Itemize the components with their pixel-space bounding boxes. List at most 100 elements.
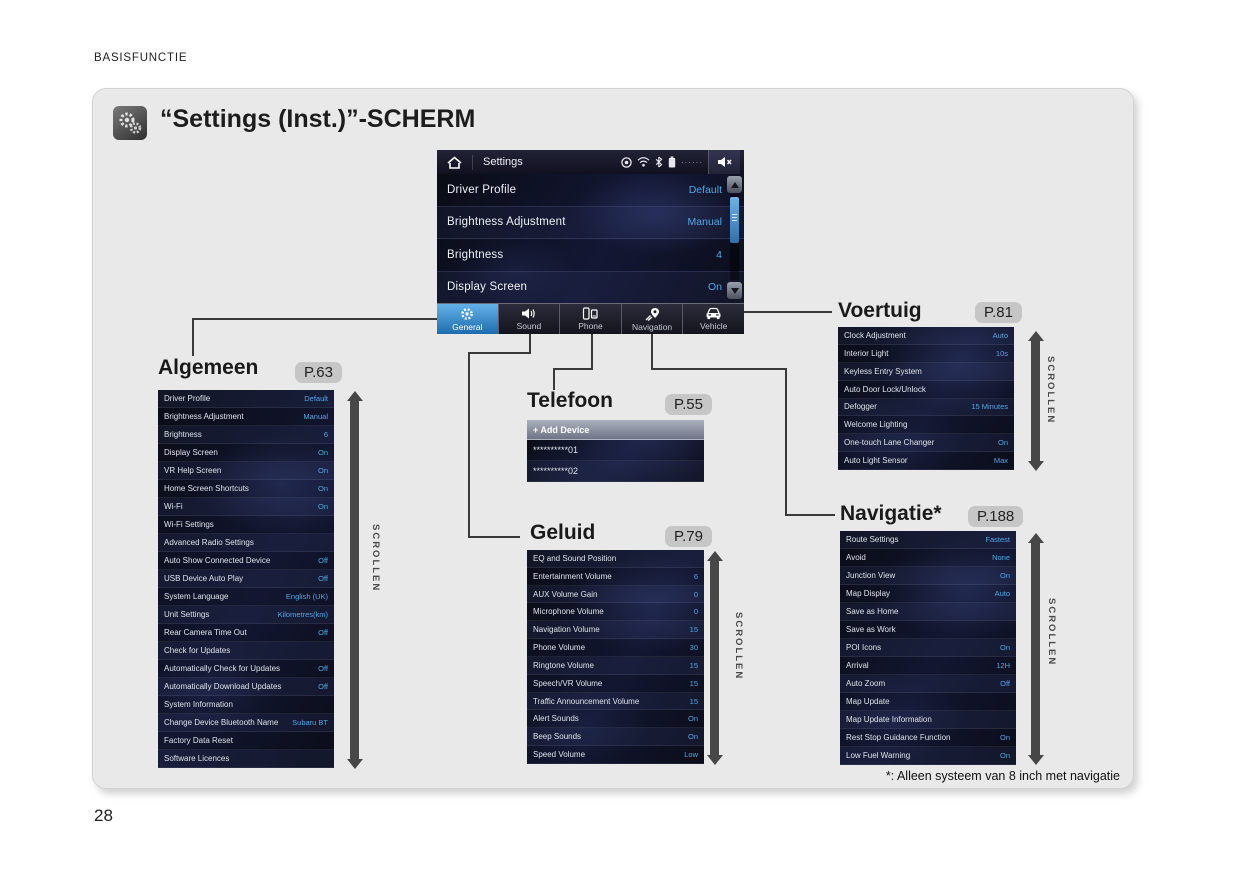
connector-phone	[553, 368, 593, 370]
tab-label: Sound	[516, 321, 542, 331]
list-item: Change Device Bluetooth Name Subaru BT	[158, 714, 334, 732]
page-ref-badge: P.79	[665, 526, 712, 547]
scroll-hint-label: SCROLLEN	[1046, 598, 1057, 667]
item-value: 15	[689, 660, 698, 670]
item-label: Check for Updates	[164, 646, 231, 655]
footnote: *: Alleen systeem van 8 inch met navigat…	[885, 769, 1120, 783]
tab-phone: Phone	[559, 304, 621, 334]
list-item: Auto Zoom Off	[840, 675, 1016, 693]
list-item: + Add Device	[527, 420, 704, 440]
status-icons: ······	[621, 150, 744, 174]
item-label: Map Update Information	[846, 715, 932, 724]
item-label: AUX Volume Gain	[533, 589, 598, 599]
mute-icon	[708, 150, 740, 174]
connector-navigation	[651, 334, 653, 370]
item-label: Traffic Announcement Volume	[533, 696, 640, 706]
screenshot-tab-bar: General Sound Phone Navigation	[437, 303, 744, 334]
list-item: Save as Home	[840, 603, 1016, 621]
car-icon	[706, 307, 721, 320]
scrollbar	[727, 176, 742, 299]
list-item: Speed Volume Low	[527, 746, 704, 764]
scroll-indicator	[706, 551, 723, 765]
telefoon-list: + Add Device **********01 **********02	[527, 420, 704, 482]
item-value: On	[999, 733, 1010, 742]
section-title-telefoon: Telefoon	[527, 389, 613, 412]
list-item: Auto Show Connected Device Off	[158, 552, 334, 570]
list-item: Ringtone Volume 15	[527, 656, 704, 675]
list-item: Route Settings Fastest	[840, 531, 1016, 549]
list-item: VR Help Screen On	[158, 462, 334, 480]
geluid-list: EQ and Sound Position Entertainment Volu…	[527, 550, 704, 764]
scroll-thumb	[730, 197, 739, 243]
item-label: Save as Home	[846, 607, 899, 616]
item-label: Map Update	[846, 697, 890, 706]
settings-gears-icon	[113, 106, 147, 140]
list-item: Junction View On	[840, 567, 1016, 585]
item-label: Route Settings	[846, 535, 899, 544]
setting-label: Brightness	[447, 248, 504, 261]
item-label: Keyless Entry System	[844, 366, 922, 376]
section-title-navigatie: Navigatie*	[840, 502, 942, 525]
navigatie-list: Route Settings Fastest Avoid None Juncti…	[840, 531, 1016, 765]
item-value: Default	[304, 394, 328, 403]
item-value: On	[999, 643, 1010, 652]
settings-screenshot: Settings ······	[437, 150, 744, 334]
list-item: **********01	[527, 440, 704, 461]
item-label: Defogger	[844, 402, 877, 412]
document-section-header: BASISFUNCTIE	[94, 52, 188, 64]
item-value: Manual	[303, 412, 328, 421]
setting-label: Brightness Adjustment	[447, 216, 566, 229]
connector-navigation	[785, 514, 835, 516]
connector-general	[192, 318, 194, 356]
item-label: Interior Light	[844, 348, 889, 358]
list-item: Rest Stop Guidance Function On	[840, 729, 1016, 747]
item-label: Map Display	[846, 589, 891, 598]
tab-label: Phone	[578, 321, 603, 331]
setting-row: Display Screen On	[437, 271, 744, 303]
setting-row: Brightness 4	[437, 239, 744, 272]
item-label: Arrival	[846, 661, 869, 670]
item-label: Low Fuel Warning	[846, 751, 911, 760]
list-item: Brightness Adjustment Manual	[158, 408, 334, 426]
tab-label: Vehicle	[699, 321, 728, 331]
setting-label: Driver Profile	[447, 183, 517, 196]
item-label: Auto Zoom	[846, 679, 886, 688]
item-label: Rest Stop Guidance Function	[846, 733, 951, 742]
item-label: Factory Data Reset	[164, 736, 233, 745]
item-value: 6	[693, 571, 698, 581]
item-value: On	[317, 448, 328, 457]
item-value: None	[992, 553, 1010, 562]
item-label: Brightness Adjustment	[164, 412, 244, 421]
tab-navigation: Navigation	[620, 304, 683, 334]
tab-sound: Sound	[497, 304, 560, 334]
battery-icon	[668, 156, 676, 168]
list-item: Automatically Download Updates Off	[158, 678, 334, 696]
list-item: Microphone Volume 0	[527, 603, 704, 622]
item-label: Auto Show Connected Device	[164, 556, 271, 565]
item-value: On	[317, 466, 328, 475]
list-item: Advanced Radio Settings	[158, 534, 334, 552]
item-value: 0	[693, 607, 698, 617]
list-item: Driver Profile Default	[158, 390, 334, 408]
item-value: On	[317, 484, 328, 493]
list-item: USB Device Auto Play Off	[158, 570, 334, 588]
connector-sound	[468, 352, 470, 538]
item-value: On	[999, 751, 1010, 760]
setting-label: Display Screen	[447, 281, 528, 294]
list-item: AUX Volume Gain 0	[527, 585, 704, 604]
item-value: 10s	[995, 348, 1008, 358]
list-item: Welcome Lighting	[838, 416, 1014, 435]
connector-phone	[553, 368, 555, 390]
item-value: On	[999, 571, 1010, 580]
gear-icon	[461, 307, 474, 320]
list-item: Map Update Information	[840, 711, 1016, 729]
item-label: Automatically Download Updates	[164, 682, 282, 691]
page-ref-badge: P.81	[975, 302, 1022, 323]
item-label: VR Help Screen	[164, 466, 222, 475]
scroll-track	[730, 195, 739, 280]
item-value: 0	[693, 589, 698, 599]
scroll-hint-label: SCROLLEN	[733, 612, 744, 681]
item-label: **********02	[533, 466, 579, 476]
list-item: Clock Adjustment Auto	[838, 327, 1014, 345]
item-value: Auto	[992, 330, 1008, 340]
